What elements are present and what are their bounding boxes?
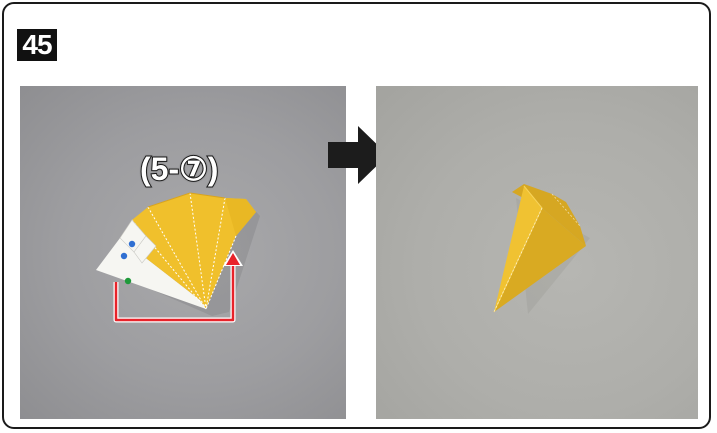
- before-fold-photo: (5-⑦): [20, 86, 346, 419]
- green-marker-dot: [125, 278, 131, 284]
- reference-step-label: (5-⑦): [140, 150, 218, 188]
- after-fold-photo: [376, 86, 698, 419]
- blue-marker-dot: [121, 253, 127, 259]
- blue-marker-dot: [129, 241, 135, 247]
- step-number-badge: 45: [17, 29, 57, 61]
- partially-folded-paper: [20, 86, 346, 419]
- folded-cone-piece: [376, 86, 698, 419]
